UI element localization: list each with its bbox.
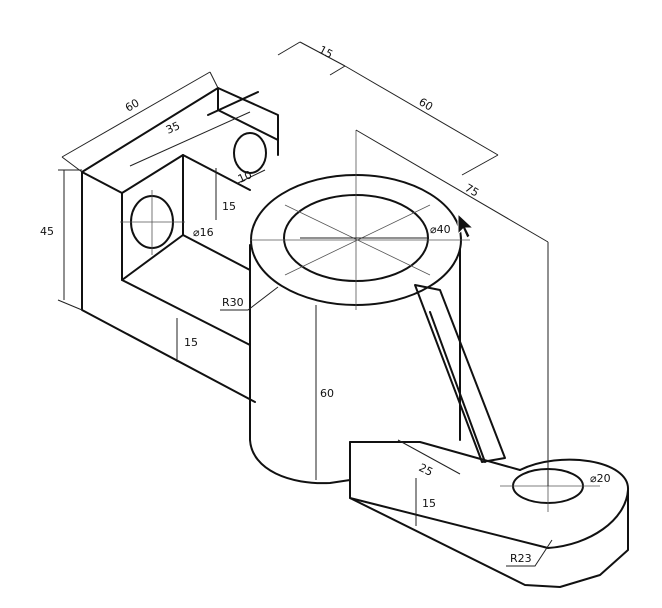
dim-dia-16: ⌀16	[193, 226, 214, 239]
dimension-labels: 60 15 60 35 10 75 45 15 ⌀16 ⌀40 R30 15 6…	[40, 43, 611, 565]
dim-60-top: 60	[417, 95, 436, 113]
dim-75: 75	[463, 181, 482, 199]
dim-dia-20: ⌀20	[590, 472, 611, 485]
dim-60-height: 60	[320, 387, 334, 400]
dim-15-wall: 15	[184, 336, 198, 349]
dim-15-top: 15	[317, 43, 335, 61]
dim-45: 45	[40, 225, 54, 238]
dim-dia-40: ⌀40	[430, 223, 451, 236]
dim-r30: R30	[222, 296, 244, 309]
cylinder-boss	[249, 130, 470, 485]
dimension-lines	[57, 41, 553, 567]
left-block	[81, 87, 279, 403]
base-plate	[349, 441, 630, 588]
dim-r23: R23	[510, 552, 532, 565]
mouse-pointer-icon	[457, 212, 475, 239]
dim-15-base: 15	[422, 497, 436, 510]
dim-25: 25	[417, 461, 435, 479]
dim-60-left: 60	[123, 96, 142, 114]
dim-35: 35	[164, 119, 182, 137]
support-rib	[414, 284, 506, 463]
dim-15-slot: 15	[222, 200, 236, 213]
dim-10: 10	[236, 168, 254, 186]
